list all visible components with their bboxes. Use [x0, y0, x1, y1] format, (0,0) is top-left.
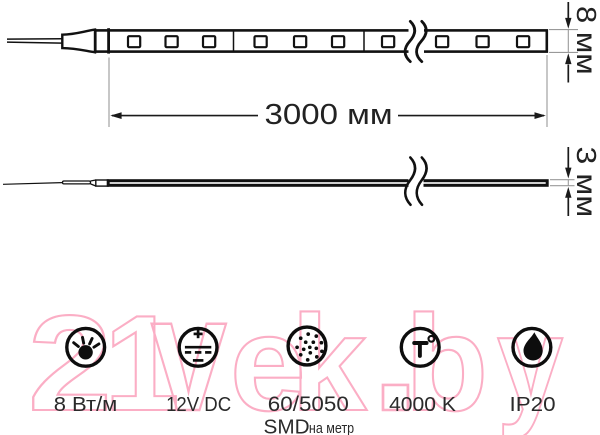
svg-text:60/5050: 60/5050 [268, 392, 349, 416]
svg-text:1: 1 [104, 287, 180, 435]
svg-text:3 мм: 3 мм [571, 147, 600, 218]
svg-text:b: b [405, 287, 488, 435]
svg-text:ek: ek [230, 287, 367, 435]
svg-text:.: . [371, 258, 420, 435]
svg-text:на метр: на метр [309, 420, 354, 435]
svg-text:4000 K: 4000 K [389, 393, 456, 415]
svg-text:8 Вт/м: 8 Вт/м [54, 394, 118, 416]
svg-text:3000 мм: 3000 мм [264, 98, 392, 131]
svg-text:12V DC: 12V DC [166, 394, 231, 416]
svg-text:SMD: SMD [264, 417, 310, 435]
svg-text:IP20: IP20 [509, 394, 555, 416]
svg-text:y: y [497, 288, 563, 435]
svg-text:8 мм: 8 мм [570, 6, 600, 75]
